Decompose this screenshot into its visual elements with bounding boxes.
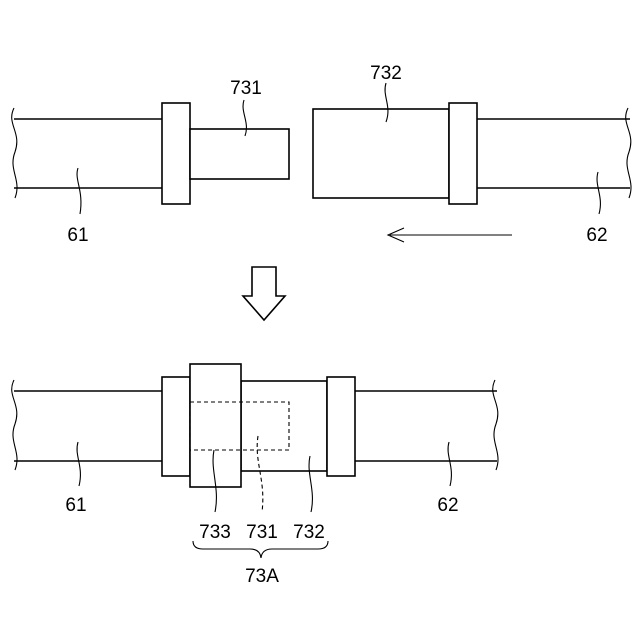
label-73a: 73A (245, 566, 279, 587)
rod-62-top (477, 108, 631, 198)
down-arrow-icon (243, 267, 285, 320)
collar-733-bottom (190, 364, 241, 487)
sleeve-732-bottom (241, 381, 327, 471)
bottom-stage: 61 62 733 731 732 73A (12, 364, 498, 587)
flange-61-top (162, 103, 190, 204)
rod-61-bottom (12, 380, 162, 470)
rod-62-bottom (355, 380, 498, 470)
label-62-bottom: 62 (437, 495, 458, 516)
label-731-top: 731 (230, 78, 262, 99)
flange-62-top (449, 103, 477, 204)
label-733: 733 (199, 522, 231, 543)
label-732-bottom: 732 (293, 522, 325, 543)
leader-62-bottom (448, 442, 451, 486)
label-61-bottom: 61 (65, 495, 86, 516)
rod-61-top (12, 108, 162, 198)
direction-arrow (388, 228, 512, 242)
label-731-bottom: 731 (246, 522, 278, 543)
top-stage: 61 731 732 62 (12, 63, 631, 246)
flange-61-bottom (162, 377, 190, 476)
leader-62-top (597, 172, 600, 214)
leader-61-top (77, 168, 81, 214)
sleeve-732-top (313, 109, 449, 198)
label-62-top: 62 (586, 225, 607, 246)
label-61-top: 61 (67, 225, 88, 246)
flange-62-bottom (327, 377, 355, 476)
pin-731-top (190, 129, 289, 179)
leader-61-bottom (77, 442, 80, 486)
label-732-top: 732 (370, 63, 402, 84)
assembly-brace (193, 541, 328, 558)
